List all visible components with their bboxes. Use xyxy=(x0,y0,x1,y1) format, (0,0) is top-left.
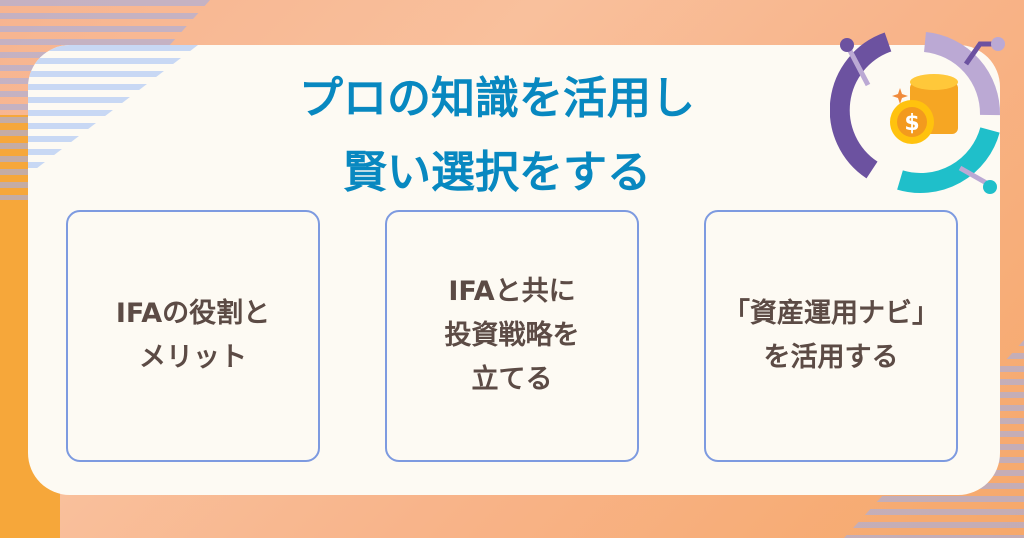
coin-chart-icon: $ xyxy=(830,32,1005,194)
title-line-1: プロの知識を活用し xyxy=(299,73,695,124)
topic-box-ifa-role: IFAの役割と メリット xyxy=(66,210,320,462)
box-line: 立てる xyxy=(471,364,553,395)
box-line: IFAと共に xyxy=(448,276,576,307)
box-line: 投資戦略を xyxy=(444,320,580,351)
title-line-2: 賢い選択をする xyxy=(343,147,651,198)
topic-box-asset-navi: 「資産運用ナビ」 を活用する xyxy=(704,210,958,462)
topic-box-investment-strategy: IFAと共に 投資戦略を 立てる xyxy=(385,210,639,462)
page-title: プロの知識を活用し 賢い選択をする xyxy=(0,62,1024,210)
box-line: メリット xyxy=(138,342,247,373)
box-line: を活用する xyxy=(763,342,899,373)
box-line: 「資産運用ナビ」 xyxy=(723,298,939,329)
box-line: IFAの役割と xyxy=(115,298,271,329)
svg-text:$: $ xyxy=(904,111,919,136)
